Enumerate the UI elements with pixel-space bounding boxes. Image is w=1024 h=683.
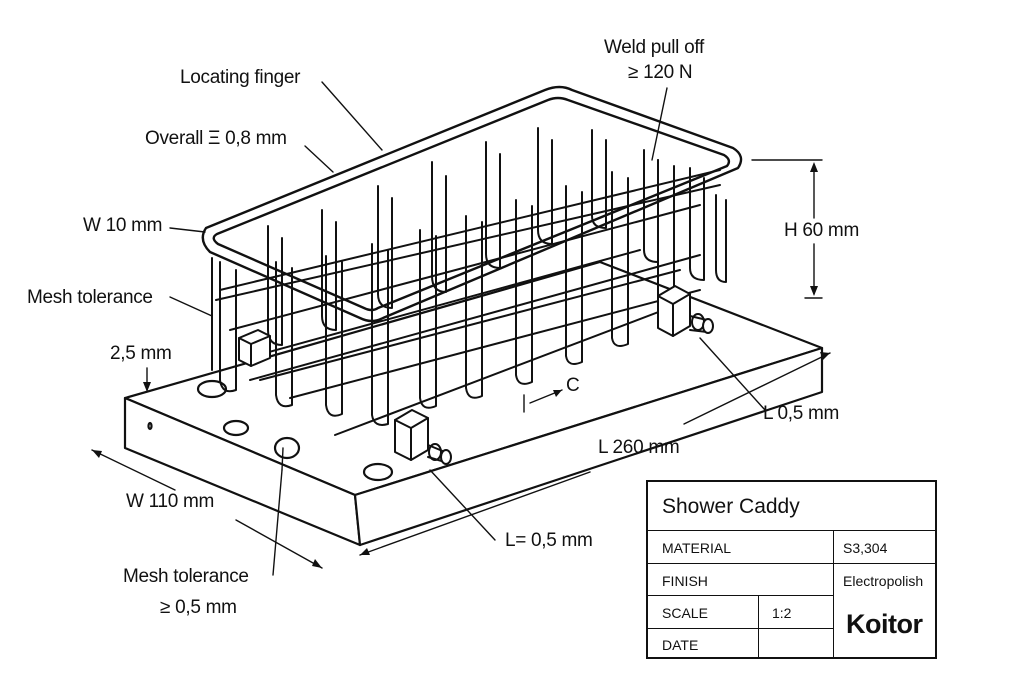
scale-label: SCALE (662, 605, 708, 621)
material-label: MATERIAL (662, 540, 731, 556)
weld-pull-off-value: ≥ 120 N (628, 62, 693, 83)
title-block: Shower Caddy MATERIAL S3,304 FINISH Elec… (646, 480, 937, 659)
leader-lines (91, 81, 831, 576)
mesh-tolerance-bottom-value: ≥ 0,5 mm (160, 597, 237, 618)
mesh-tolerance-bottom-label: Mesh tolerance (123, 566, 249, 587)
scale-value: 1:2 (772, 605, 792, 621)
overall-label: Overall Ξ 0,8 mm (145, 128, 287, 149)
material-value: S3,304 (843, 540, 888, 556)
w110-label: W 110 mm (126, 491, 215, 512)
finish-label: FINISH (662, 573, 708, 589)
finish-value: Electropolish (843, 573, 924, 589)
locating-finger-label: Locating finger (180, 67, 301, 88)
wire-basket (211, 127, 727, 436)
date-label: DATE (662, 637, 699, 653)
l05-bottom-label: L= 0,5 mm (505, 530, 593, 551)
h60-label: H 60 mm (784, 220, 859, 241)
l05-right-label: L 0,5 mm (763, 403, 840, 424)
mesh-tolerance-top-label: Mesh tolerance (27, 287, 153, 308)
company-logo: Koitor (846, 609, 923, 639)
title-block-title: Shower Caddy (662, 495, 800, 518)
l260-label: L 260 mm (598, 437, 680, 458)
c-mark-label: C (566, 375, 580, 396)
locating-blocks (238, 285, 714, 465)
base-plate (123, 260, 824, 547)
thickness-label: 2,5 mm (110, 343, 172, 364)
weld-pull-off-label: Weld pull off (604, 37, 704, 58)
top-frame (201, 85, 743, 323)
w10-label: W 10 mm (83, 215, 163, 236)
